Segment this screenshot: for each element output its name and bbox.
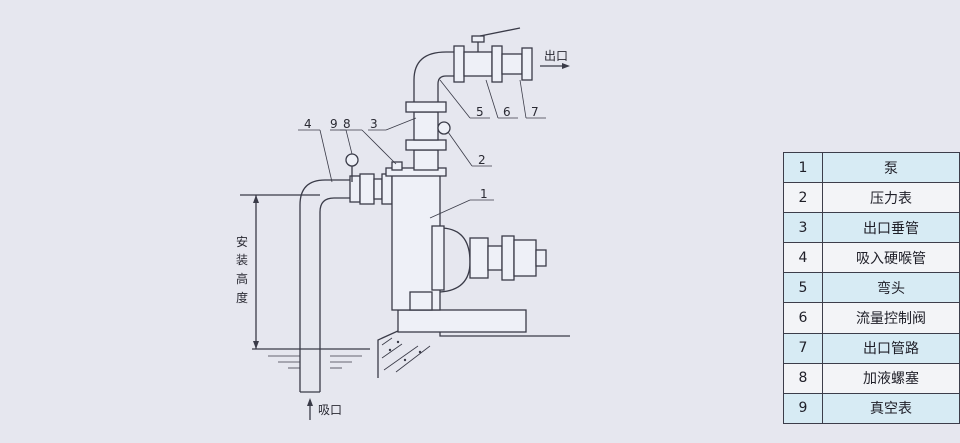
install-height-char-1: 安 [236, 234, 248, 249]
suction-pipe [299, 173, 393, 393]
legend-number: 6 [783, 302, 823, 334]
legend-number: 2 [783, 182, 823, 214]
install-height-char-2: 装 [236, 253, 248, 267]
legend-part-name: 压力表 [822, 182, 960, 214]
callout-5: 5 [476, 105, 484, 119]
callout-leaders [298, 79, 546, 219]
callout-9: 9 [330, 117, 338, 131]
callout-4: 4 [304, 117, 312, 131]
callout-8: 8 [343, 117, 351, 131]
install-height-dimension [240, 194, 320, 349]
legend-part-name: 泵 [822, 151, 960, 184]
legend-part-name: 出口垂管 [822, 212, 960, 244]
outlet-label: 出口 [544, 49, 568, 63]
legend-part-name: 流量控制阀 [822, 302, 960, 334]
legend-part-name: 弯头 [822, 272, 960, 304]
callout-6: 6 [503, 105, 511, 119]
callout-7: 7 [531, 105, 539, 119]
legend-number: 9 [783, 392, 823, 424]
callout-1: 1 [480, 187, 488, 201]
legend-number: 8 [783, 362, 823, 394]
legend-number: 1 [783, 151, 823, 184]
legend-number: 5 [783, 272, 823, 304]
legend-part-name: 吸入硬喉管 [822, 242, 960, 274]
pressure-gauge [437, 121, 451, 135]
fill-plug [391, 161, 403, 171]
install-height-char-4: 度 [236, 290, 248, 305]
callout-2: 2 [478, 153, 486, 167]
inlet-arrow [307, 398, 313, 420]
legend-part-name: 加液螺塞 [822, 362, 960, 394]
legend-number: 3 [783, 212, 823, 244]
inlet-label: 吸口 [318, 403, 342, 417]
legend-part-name: 真空表 [822, 392, 960, 424]
legend-number: 7 [783, 332, 823, 364]
legend-number: 4 [783, 242, 823, 274]
pump-body [385, 167, 547, 311]
outlet-arrow [540, 63, 570, 69]
foundation [377, 309, 570, 378]
water-surface [252, 348, 370, 369]
outlet-pipe [501, 47, 533, 81]
elbow [413, 51, 454, 102]
callout-3: 3 [370, 117, 378, 131]
outlet-vertical-pipe [405, 101, 447, 171]
legend-part-name: 出口管路 [822, 332, 960, 364]
install-height-char-3: 高 [236, 271, 248, 286]
